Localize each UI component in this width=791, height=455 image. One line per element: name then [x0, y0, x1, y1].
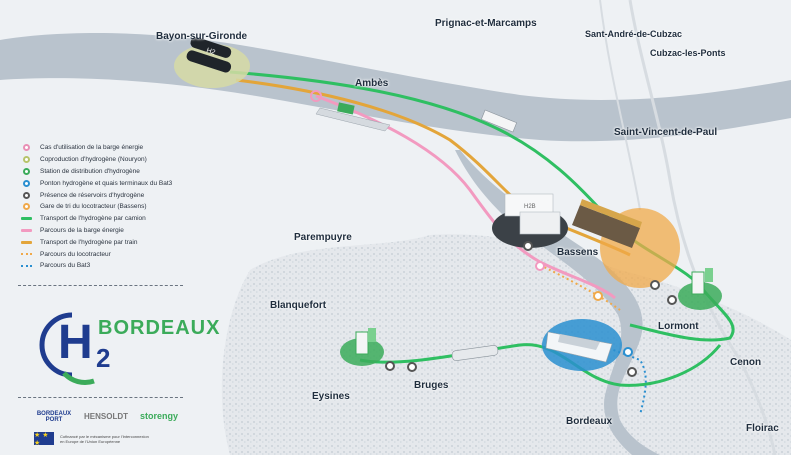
legend-symbol-icon: [18, 253, 34, 256]
energy-barge: [315, 102, 391, 132]
urban-area: [221, 234, 791, 455]
place-blanquefort: Blanquefort: [270, 300, 327, 311]
highway-road: [628, 0, 777, 455]
barge-route: [315, 94, 616, 300]
legend-symbol-icon: [18, 240, 34, 244]
legend-symbol-icon: [18, 203, 34, 211]
legend-item: Présence de réservoirs d'hydrogène: [18, 189, 193, 201]
eu-funding: ★ ★ ★ Cofinancé par le mécanisme pour l'…: [34, 432, 150, 447]
station-lormont: [678, 268, 722, 310]
place-bordeaux: Bordeaux: [566, 416, 613, 427]
legend-item: Transport de l'hydrogène par camion: [18, 213, 193, 225]
place-st-vincent: Saint-Vincent-de-Paul: [614, 127, 718, 138]
legend-label: Transport de l'hydrogène par train: [40, 238, 138, 246]
legend-item: Station de distribution d'hydrogène: [18, 166, 193, 178]
locotracteur-train: [572, 199, 642, 248]
funding-text: Cofinancé par le mécanisme pour l'Interc…: [60, 433, 149, 444]
train-route: [235, 78, 631, 257]
logo-h: H: [58, 316, 93, 369]
hydrogen-hub-building: H2B: [504, 193, 561, 235]
place-cenon: Cenon: [730, 357, 762, 368]
legend-label: Parcours du Bat3: [40, 262, 91, 270]
secondary-road: [599, 0, 641, 211]
tank-h2-label: H2: [205, 47, 216, 56]
loco-route: [539, 264, 621, 311]
legend-label: Gare de tri du locotracteur (Bassens): [40, 203, 147, 211]
place-sant-andre: Sant-André-de-Cubzac: [585, 29, 683, 39]
legend-item: Cas d'utilisation de la barge énergie: [18, 142, 193, 154]
legend-item: Ponton hydrogène et quais terminaux du B…: [18, 177, 193, 189]
place-bruges: Bruges: [414, 380, 449, 391]
legend-item: Coproduction d'hydrogène (Nouryon): [18, 154, 193, 166]
place-floirac: Floirac: [746, 423, 779, 434]
legend-symbol-icon: [18, 167, 34, 175]
legend-label: Transport de l'hydrogène par camion: [40, 215, 146, 223]
legend-item: Parcours du Bat3: [18, 260, 193, 272]
legend-label: Cas d'utilisation de la barge énergie: [40, 144, 144, 152]
legend-item: Transport de l'hydrogène par train: [18, 236, 193, 248]
logo-subscript: 2: [96, 343, 111, 373]
legend-symbol-icon: [18, 228, 34, 232]
legend-divider-top: [18, 285, 183, 286]
legend-symbol-icon: [18, 179, 34, 187]
place-bayon: Bayon-sur-Gironde: [156, 31, 248, 42]
legend-divider-bottom: [18, 397, 183, 398]
eu-flag-icon: ★ ★ ★: [34, 432, 54, 447]
legend-symbol-icon: [18, 217, 34, 221]
h2-bordeaux-logo: H 2 BORDEAUX: [34, 303, 234, 393]
hydrogen-truck-bruges: [451, 345, 499, 361]
legend-symbol-icon: [18, 191, 34, 199]
legend-label: Présence de réservoirs d'hydrogène: [40, 191, 145, 199]
place-bassens: Bassens: [557, 247, 599, 258]
legend-label: Parcours du locotracteur: [40, 250, 111, 258]
place-lormont: Lormont: [658, 321, 699, 332]
place-eysines: Eysines: [312, 391, 350, 402]
legend-label: Coproduction d'hydrogène (Nouryon): [40, 156, 147, 164]
legend-symbol-icon: [18, 144, 34, 152]
legend-item: Gare de tri du locotracteur (Bassens): [18, 201, 193, 213]
legend-symbol-icon: [18, 264, 34, 267]
station-eysines: [340, 328, 384, 366]
place-cubzac: Cubzac-les-Ponts: [650, 48, 726, 58]
hub-label: H2B: [524, 204, 536, 210]
partner-storengy: storengy: [140, 411, 179, 421]
route-markers: [385, 241, 677, 377]
barge-use-case-marker: [310, 90, 322, 102]
place-ambes: Ambès: [355, 78, 389, 89]
legend-label: Ponton hydrogène et quais terminaux du B…: [40, 179, 173, 187]
place-parempuyre: Parempuyre: [294, 232, 352, 243]
logo-ring: [39, 312, 95, 385]
place-prignac: Prignac-et-Marcamps: [435, 18, 537, 29]
logo-word: BORDEAUX: [98, 317, 221, 339]
hydrogen-tanks: H2: [186, 37, 232, 73]
legend-item: Parcours du locotracteur: [18, 248, 193, 260]
hydrogen-truck-ambes: [480, 109, 518, 133]
partner-bordeaux-port: BORDEAUX PORT: [36, 411, 72, 423]
garonne-river: [455, 150, 660, 455]
legend-label: Parcours de la barge énergie: [40, 226, 124, 234]
legend-item: Parcours de la barge énergie: [18, 225, 193, 237]
partner-hensoldt: HENSOLDT: [84, 412, 128, 421]
legend-label: Station de distribution d'hydrogène: [40, 167, 140, 175]
legend-symbol-icon: [18, 156, 34, 164]
bat3-ferry: [545, 331, 613, 363]
